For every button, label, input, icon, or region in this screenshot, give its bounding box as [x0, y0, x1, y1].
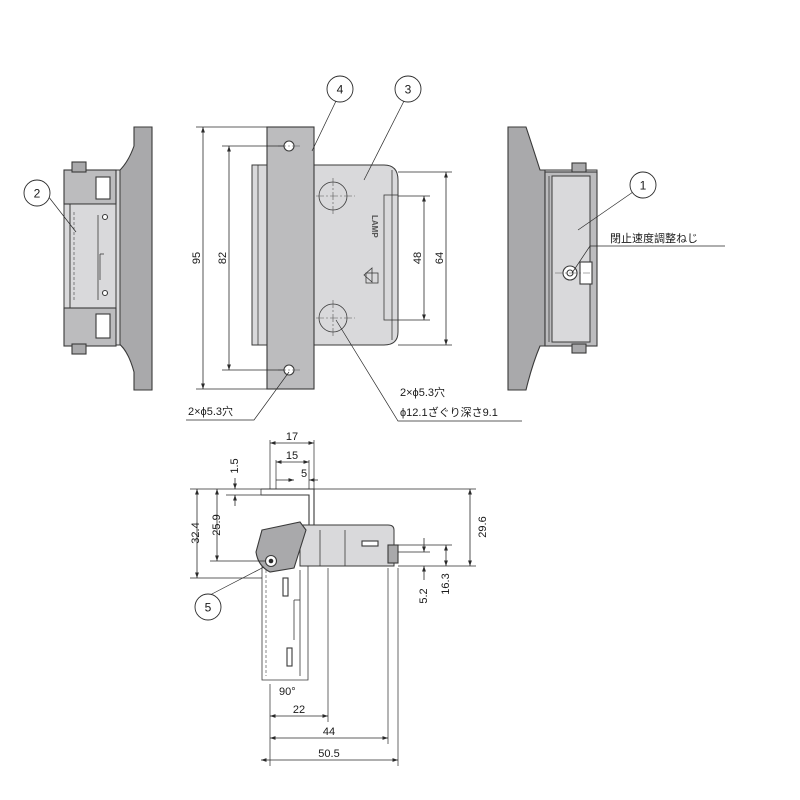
svg-text:4: 4	[337, 83, 344, 97]
svg-text:1: 1	[640, 179, 647, 193]
holes-note-left: 2×ϕ5.3穴	[188, 404, 233, 418]
dim-64: 64	[434, 252, 446, 264]
dim-29-6: 29.6	[477, 516, 489, 537]
dim-25-9: 25.9	[211, 514, 223, 535]
top-section-view	[190, 440, 476, 766]
dim-82: 82	[217, 252, 229, 264]
dim-15: 15	[286, 450, 298, 462]
callout-4: 4	[326, 75, 354, 103]
dim-16-3: 16.3	[440, 573, 452, 594]
callout-5: 5	[194, 593, 222, 621]
dim-95: 95	[191, 252, 203, 264]
svg-text:3: 3	[405, 83, 412, 97]
dim-48: 48	[412, 252, 424, 264]
svg-text:2: 2	[34, 187, 41, 201]
adjust-screw-note: 閉止速度調整ねじ	[610, 231, 698, 245]
front-view: LAMP	[196, 126, 452, 390]
dim-1-5: 1.5	[229, 458, 241, 473]
dim-17: 17	[286, 431, 298, 443]
dim-32-4: 32.4	[190, 522, 202, 543]
brand-emboss: LAMP	[370, 215, 379, 238]
dim-5: 5	[301, 468, 307, 480]
svg-text:5: 5	[205, 601, 212, 615]
dim-5-2: 5.2	[418, 588, 430, 603]
dim-50-5: 50.5	[318, 748, 339, 760]
callout-2: 2	[23, 179, 51, 207]
leader-lines	[47, 100, 725, 597]
dim-44: 44	[323, 726, 335, 738]
holes-note-right: 2×ϕ5.3穴	[400, 385, 445, 399]
dim-22: 22	[293, 704, 305, 716]
right-side-view	[507, 126, 598, 391]
counterbore-note: ϕ12.1ざぐり深さ9.1	[400, 405, 498, 419]
callout-3: 3	[394, 75, 422, 103]
callout-1: 1	[629, 171, 657, 199]
left-side-view	[63, 126, 153, 391]
angle-note: 90°	[279, 686, 296, 698]
